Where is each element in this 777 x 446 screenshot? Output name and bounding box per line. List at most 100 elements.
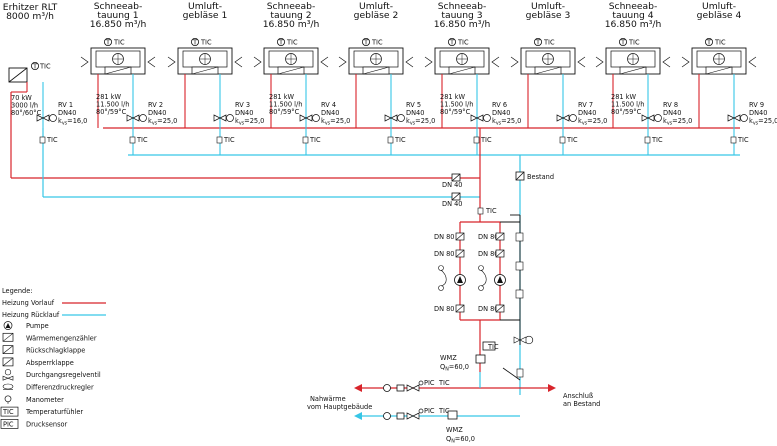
unit-title-line: Schneeab- (267, 1, 316, 12)
dn-label-4: DN 80 (478, 250, 499, 258)
temp-sensor-probe-icon (477, 207, 484, 215)
temp-sensor-icon (361, 38, 370, 47)
valve-dn-label: DN40 (406, 109, 424, 117)
valve-kvs-label: kvs=25,0 (321, 117, 350, 127)
unit-tic-top: TIC (200, 39, 212, 47)
return-tic-label: TIC (438, 407, 450, 415)
bypass-valve-actuator-icon (524, 335, 534, 345)
air-in-arrow (424, 56, 433, 68)
valve-kvs-label: kvs=25,0 (406, 117, 435, 127)
valve-diagonal (495, 249, 505, 258)
unit-spec-line: 11.500 l/h (269, 101, 302, 109)
dn-label-5: DN 80 (434, 305, 455, 313)
valve-dn-label: DN40 (148, 109, 166, 117)
unit-spec-line: 11.500 l/h (96, 101, 129, 109)
temp-sensor-symbol: T (363, 38, 369, 46)
control-valve-icon (476, 114, 484, 122)
temp-sensor-symbol: T (192, 38, 198, 46)
valve-actuator-icon (226, 114, 234, 122)
coil-diagonal (277, 66, 305, 75)
valve-actuator-icon (740, 114, 748, 122)
air-out-arrow (320, 56, 329, 68)
unit-tic-top: TIC (714, 39, 726, 47)
pump-icon-return (383, 412, 391, 420)
unit-tic-top: TIC (543, 39, 555, 47)
temp-sensor-probe-icon (302, 136, 309, 144)
control-valve-icon (470, 114, 478, 122)
control-valve-icon (513, 336, 521, 344)
legend-item-label: Drucksensor (26, 420, 68, 428)
unit-tic-bottom: TIC (223, 136, 235, 144)
dn-label-2: DN 80 (478, 233, 499, 241)
check-valve-icon (515, 261, 524, 271)
check-valve-icon (515, 232, 524, 242)
wmz-upper-label: WMZ (440, 354, 457, 362)
valve-dn-label: DN40 (58, 109, 76, 117)
wmz-upper-meter-icon (475, 354, 486, 364)
valve-diagonal (455, 249, 465, 258)
unit-tic-top: TIC (286, 39, 298, 47)
legend-item-label: Manometer (26, 396, 64, 404)
pump-station-tic: TIC (485, 207, 497, 215)
air-out-arrow (577, 56, 586, 68)
unit-tic-top: TIC (39, 63, 51, 71)
temp-sensor-symbol: T (105, 38, 111, 46)
temp-sensor-probe-icon (129, 136, 136, 144)
unit-title-line: gebläse 4 (697, 10, 742, 21)
shutoff-valve-icon (406, 384, 414, 392)
legend-item-label: Durchgangsregelventil (26, 371, 101, 379)
valve-dn-label: DN40 (578, 109, 596, 117)
control-valve-icon (36, 114, 44, 122)
control-valve-icon (390, 114, 398, 122)
supply-pic-label: PIC (424, 379, 435, 387)
unit-title-line: 8000 m³/h (6, 11, 54, 22)
valve-label: RV 5 (406, 101, 421, 109)
temp-sensor-icon (190, 38, 199, 47)
coil-diagonal (534, 66, 562, 75)
valve-kvs-label: kvs=25,0 (578, 117, 607, 127)
anschluss-line-1: Anschluß (563, 392, 593, 400)
shutoff-valve-icon (412, 384, 420, 392)
differential-pressure-icon (2, 383, 14, 390)
manometer-icon (418, 408, 424, 414)
temp-sensor-icon (447, 38, 456, 47)
unit-title-line: tauung 3 (441, 10, 482, 21)
icon-diagonal (2, 357, 14, 367)
unit-title-line: Schneeab- (94, 1, 143, 12)
valve-dn-label: DN40 (492, 109, 510, 117)
valve-dn-label: DN40 (235, 109, 253, 117)
pump-triangle (457, 276, 463, 283)
temp-sensor-symbol: T (449, 38, 455, 46)
shutoff-valve-icon (516, 368, 524, 378)
differential-pressure-line (480, 269, 487, 287)
pump-icon-supply (383, 384, 391, 392)
legend-box-text: PIC (3, 420, 14, 428)
unit-spec-line: 3000 l/h (11, 102, 38, 110)
strainer-icon-return (396, 412, 405, 420)
legend-item: Absperrklappe (2, 357, 74, 367)
valve-dn-label: DN40 (749, 109, 767, 117)
temp-sensor-probe-icon (39, 136, 46, 144)
control-valve-icon (727, 114, 735, 122)
wmz-tic-label: TIC (487, 343, 499, 351)
coil-diagonal (362, 66, 390, 75)
valve-actuator-icon (4, 369, 12, 376)
legend-title: Legende: (2, 287, 33, 295)
valve-diagonal (455, 304, 465, 313)
manometer-icon (438, 265, 444, 271)
differential-pressure-line (440, 269, 447, 287)
bestand-label: Bestand (527, 173, 554, 181)
legend-item-label: Rückschlagklappe (26, 347, 85, 355)
valve-actuator-icon (569, 114, 577, 122)
unit-spec-line: 11.500 l/h (440, 101, 473, 109)
tic-box-icon (0, 406, 19, 417)
return-pic-label: PIC (424, 407, 435, 415)
valve-label: RV 8 (663, 101, 678, 109)
unit-spec-line: 281 kW (96, 93, 121, 101)
control-valve-icon (733, 114, 741, 122)
wmz-lower-label: WMZ (446, 426, 463, 434)
